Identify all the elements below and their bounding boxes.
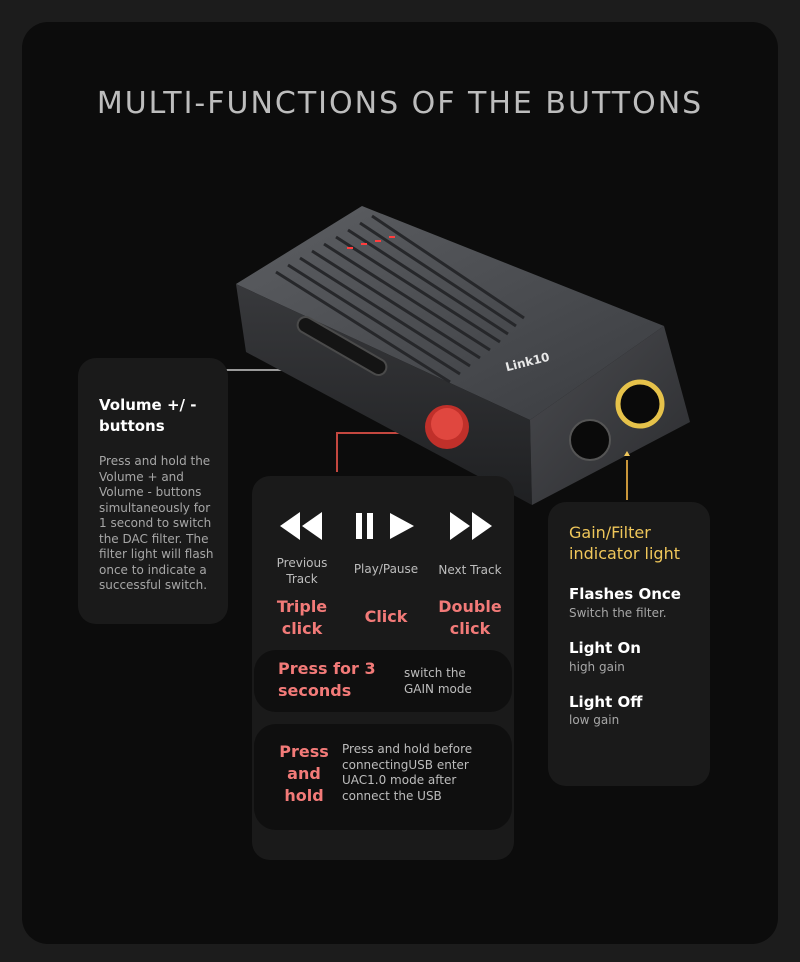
device-top-face <box>236 206 664 420</box>
indicator-meaning-on: high gain <box>569 660 625 674</box>
volume-card-description: Press and hold the Volume + and Volume -… <box>99 454 214 592</box>
previous-track-label: Previous Track <box>276 556 328 586</box>
uac-row-action: Press and hold <box>279 742 329 805</box>
indicator-state-off: Light Off <box>569 693 643 711</box>
next-track-action: Double click <box>438 597 502 638</box>
play-pause-icon <box>356 513 414 539</box>
device-front-face <box>236 284 532 505</box>
next-track-label: Next Track <box>438 563 502 577</box>
indicator-card-title: Gain/Filter indicator light <box>569 523 680 563</box>
rewind-icon <box>280 512 322 540</box>
play-pause-action: Click <box>364 607 408 626</box>
play-pause-label: Play/Pause <box>353 562 419 576</box>
previous-track-action: Triple click <box>276 597 328 638</box>
gain-row: Press for 3 seconds switch the GAIN mode <box>254 650 512 712</box>
device-end-face <box>530 326 690 505</box>
indicator-card: Gain/Filter indicator light Flashes Once… <box>548 502 710 786</box>
gain-row-action: Press for 3 seconds <box>278 659 376 700</box>
indicator-state-flashes: Flashes Once <box>569 585 681 603</box>
volume-card-title: Volume +/ - buttons <box>99 396 197 435</box>
indicator-state-on: Light On <box>569 639 641 657</box>
headphone-jack-44-gold <box>615 379 665 429</box>
gain-row-description: switch the GAIN mode <box>404 666 472 696</box>
indicator-meaning-flashes: Switch the filter. <box>569 606 667 620</box>
fast-forward-icon <box>450 512 492 540</box>
indicator-meaning-off: low gain <box>569 713 620 727</box>
uac-row: Press and hold Press and hold before con… <box>254 724 512 830</box>
volume-card: Volume +/ - buttons Press and hold the V… <box>78 358 228 624</box>
playback-card: Previous Track Play/Pause Next Track Tri… <box>252 476 514 860</box>
headphone-jack-35 <box>569 419 611 461</box>
volume-rocker <box>296 316 388 376</box>
page-title: MULTI-FUNCTIONS OF THE BUTTONS <box>96 86 704 121</box>
uac-row-description: Press and hold before connectingUSB ente… <box>342 742 473 803</box>
